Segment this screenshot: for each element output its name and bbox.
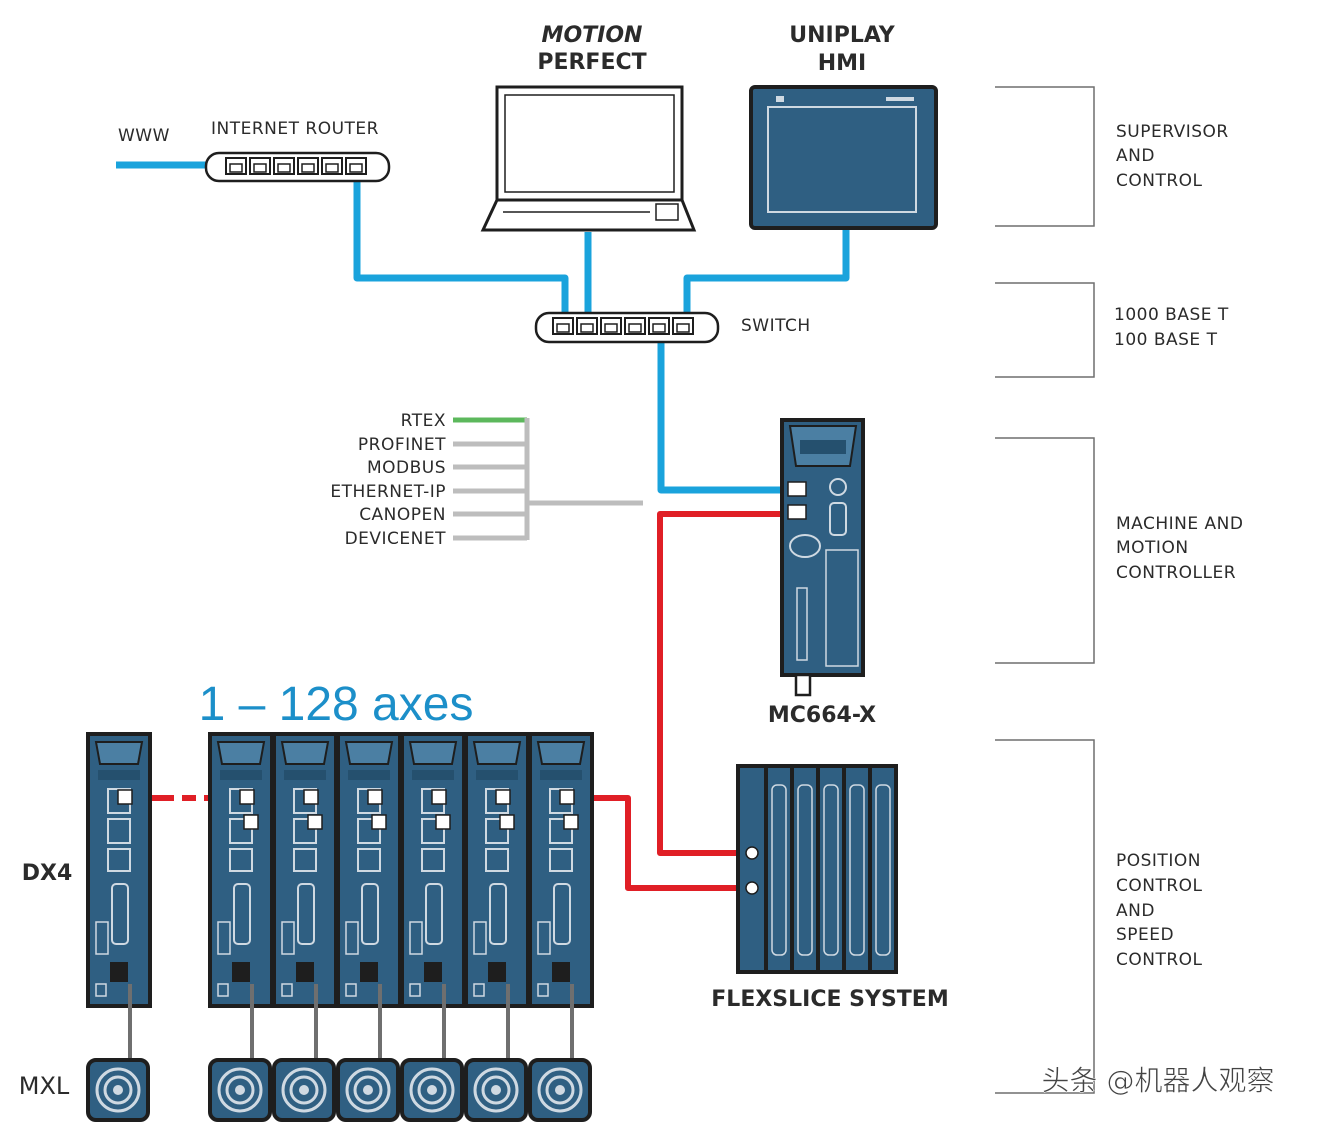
svg-text:1000 BASE T: 1000 BASE T (1114, 305, 1229, 325)
svg-text:POSITION: POSITION (1116, 851, 1201, 871)
svg-text:MACHINE AND: MACHINE AND (1116, 514, 1243, 534)
network-switch (534, 311, 720, 344)
svg-text:UNIPLAY: UNIPLAY (789, 23, 896, 48)
svg-text:CONTROL: CONTROL (1116, 950, 1203, 970)
dx4-label: DX4 (22, 861, 73, 886)
level-label-controller: MACHINE AND MOTION CONTROLLER (1116, 514, 1243, 583)
svg-text:CONTROL: CONTROL (1116, 876, 1203, 896)
flexslice-system (736, 764, 898, 974)
protocol-labels: RTEX PROFINET MODBUS ETHERNET-IP CANOPEN… (330, 411, 447, 549)
internet-router (204, 151, 391, 183)
drive-ports (117, 789, 579, 830)
level-label-network: 1000 BASE T 100 BASE T (1114, 305, 1229, 350)
svg-text:MODBUS: MODBUS (367, 458, 446, 478)
svg-text:DEVICENET: DEVICENET (345, 529, 447, 549)
router-label: INTERNET ROUTER (211, 119, 379, 139)
axes-count-title: 1 – 128 axes (199, 678, 474, 731)
laptop-icon (480, 85, 697, 232)
level-brackets (995, 86, 1095, 1094)
svg-text:PROFINET: PROFINET (358, 435, 446, 455)
switch-label: SWITCH (741, 316, 811, 336)
level-label-supervisor: SUPERVISOR AND CONTROL (1116, 122, 1229, 191)
drive-dx4-first (86, 732, 152, 1008)
svg-text:CONTROLLER: CONTROLLER (1116, 563, 1236, 583)
svg-text:AND: AND (1116, 146, 1155, 166)
uniplay-title: UNIPLAY HMI (789, 23, 896, 76)
motor-cables (128, 984, 574, 1060)
svg-text:SPEED: SPEED (1116, 925, 1174, 945)
flexslice-label: FLEXSLICE SYSTEM (711, 987, 948, 1012)
watermark-text: 头条 @机器人观察 (1042, 1064, 1275, 1097)
svg-text:MOTION: MOTION (542, 23, 643, 48)
svg-text:100 BASE T: 100 BASE T (1114, 330, 1218, 350)
svg-text:CANOPEN: CANOPEN (359, 505, 446, 525)
drive-module-bank (208, 732, 594, 1008)
motion-perfect-title: MOTION PERFECT (537, 23, 646, 75)
www-label: WWW (118, 126, 170, 146)
svg-text:MOTION: MOTION (1116, 538, 1189, 558)
fieldbus-lines (453, 417, 643, 541)
svg-text:AND: AND (1116, 901, 1155, 921)
svg-text:ETHERNET-IP: ETHERNET-IP (330, 482, 446, 502)
mc664x-controller (780, 418, 865, 697)
svg-text:RTEX: RTEX (401, 411, 446, 431)
svg-text:CONTROL: CONTROL (1116, 171, 1203, 191)
svg-text:SUPERVISOR: SUPERVISOR (1116, 122, 1229, 142)
motor-mxl (86, 1058, 592, 1122)
svg-text:PERFECT: PERFECT (537, 50, 646, 75)
svg-text:HMI: HMI (818, 51, 867, 76)
mc664x-label: MC664-X (768, 703, 876, 728)
ethernet-cables (116, 161, 850, 494)
hmi-panel (749, 85, 938, 230)
level-label-position: POSITION CONTROL AND SPEED CONTROL (1116, 851, 1203, 970)
mxl-label: MXL (19, 1072, 70, 1100)
